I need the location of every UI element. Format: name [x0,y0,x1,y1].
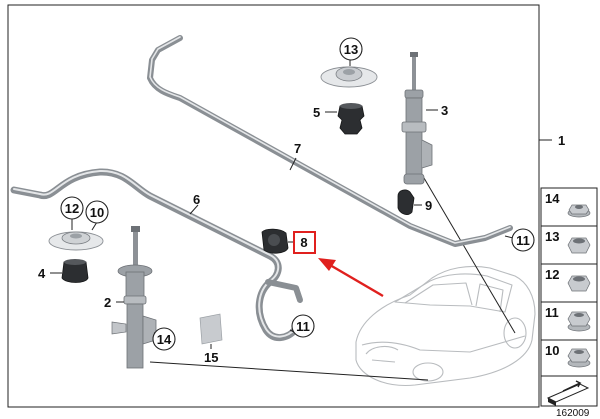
label-plate-number: 15 [204,350,218,365]
hardware-panel: 14 13 12 11 10 [540,187,598,407]
flange-nut-icon [567,204,591,218]
hardware-label: 10 [545,343,559,358]
label-callout-14: 14 [157,332,172,347]
label-rubber-mount: 4 [38,266,46,281]
red-arrow-icon [318,258,384,298]
callout-circle-13 [339,37,363,61]
car-outline-icon [355,265,536,387]
callout-circle-14 [152,327,176,351]
arrow-link-icon[interactable] [546,380,590,406]
label-nut-front-link: 11 [296,319,310,334]
label-plate [199,313,223,345]
strut-mount-top [320,66,378,88]
label-stabilizer-front: 6 [193,192,200,207]
leader-7 [289,157,297,171]
hardware-label: 12 [545,267,559,282]
strut-front [111,226,157,369]
label-shock-rear: 3 [441,103,448,118]
stabilizer-bushing [261,228,289,254]
leader-11-right [504,235,514,239]
hardware-label: 14 [545,191,560,206]
flange-nut-icon [567,311,591,332]
callout-circle-11-front [291,314,315,338]
flange-nut-icon [567,348,591,368]
leader-front-to-car [149,361,429,381]
label-nut-right: 11 [516,233,530,248]
callout-circle-12 [60,196,84,220]
stabilizer-bar-front [10,168,303,341]
spring-pad-front [48,231,104,251]
hex-nut-icon [567,275,591,292]
callout-circle-11-right [511,228,535,252]
assembly-number: 1 [558,133,565,148]
label-stabilizer-rear: 7 [294,141,301,156]
rubber-bushing-rear [397,189,415,215]
leader-6 [189,204,199,215]
diagram-frame [7,4,540,408]
highlight-box-8[interactable] [293,231,316,254]
hardware-label: 13 [545,229,559,244]
label-spring-pad-12: 12 [65,201,79,216]
shock-absorber-rear [401,52,433,185]
label-spring-pad-10: 10 [90,205,104,220]
rubber-mount-front [61,259,89,283]
label-bump-stop: 5 [313,105,320,120]
bump-stop [337,103,365,135]
leader-rear-to-car [423,177,516,334]
label-bushing-rear: 9 [425,198,432,213]
stabilizer-bar-rear [147,35,513,247]
label-bushing-highlight: 8 [300,235,307,250]
drawing-number: 162009 [556,408,590,419]
callout-circle-10 [85,200,109,224]
hex-nut-icon [567,237,591,254]
label-strut-front: 2 [104,295,111,310]
label-strut-mount: 13 [344,42,358,57]
hardware-label: 11 [545,305,559,320]
hardware-cell[interactable] [540,187,598,227]
